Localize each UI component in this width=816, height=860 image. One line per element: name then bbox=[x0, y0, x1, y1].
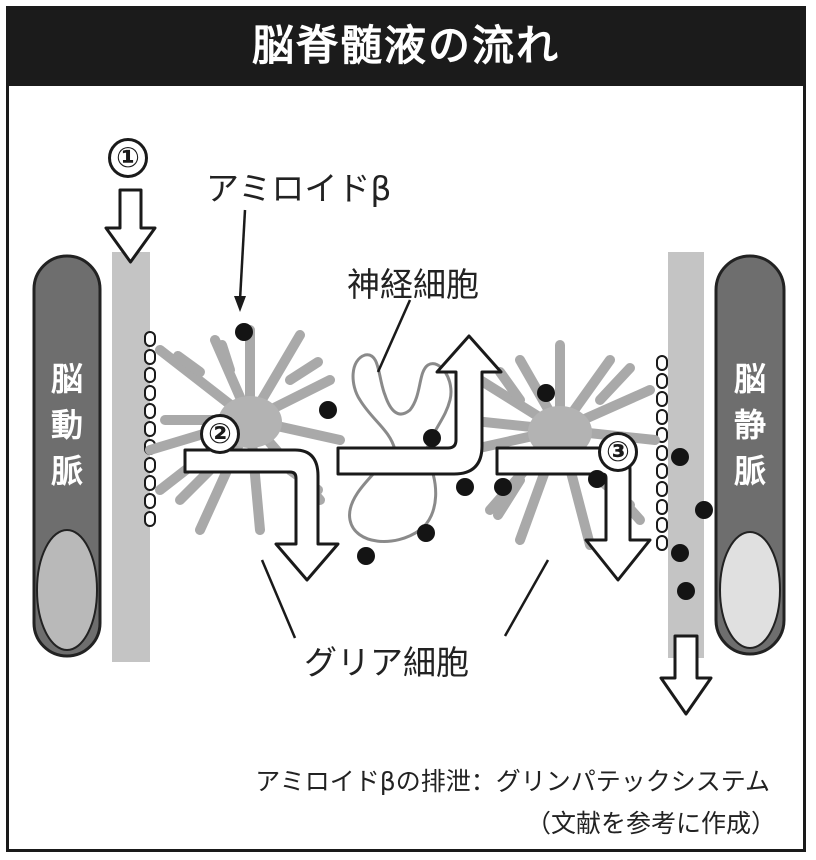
artery-label: 脳動脈 bbox=[50, 360, 83, 490]
step-1-marker: ① bbox=[108, 138, 148, 178]
caption-line-2: （文献を参考に作成） bbox=[525, 809, 776, 838]
amyloid-beta-label: アミロイドβ bbox=[206, 169, 392, 208]
amyloid-particles bbox=[235, 323, 713, 600]
leader-lines bbox=[238, 209, 550, 639]
vein-vessel bbox=[714, 254, 786, 656]
flow-arrow-2 bbox=[183, 448, 340, 582]
amyloid-pointer-head bbox=[234, 296, 246, 312]
inflow-arrow bbox=[104, 188, 157, 264]
glia-label: グリア細胞 bbox=[304, 643, 469, 682]
outflow-arrow bbox=[659, 634, 713, 716]
title-bar: 脳脊髄液の流れ bbox=[6, 6, 806, 86]
artery-wall-channel bbox=[112, 252, 150, 662]
diagram-title: 脳脊髄液の流れ bbox=[251, 21, 560, 70]
artery-vessel bbox=[32, 254, 102, 658]
step-2-marker: ② bbox=[200, 414, 240, 454]
vein-label: 脳静脈 bbox=[733, 360, 766, 490]
glia-right-body bbox=[528, 406, 592, 458]
aquaporin-right bbox=[656, 355, 668, 551]
aquaporin-left bbox=[144, 331, 156, 527]
neuron-label: 神経細胞 bbox=[347, 265, 479, 304]
flow-arrow-neuron bbox=[336, 334, 503, 476]
step-3-marker: ③ bbox=[598, 432, 638, 472]
caption-line-1: アミロイドβの排泄：グリンパテックシステム bbox=[255, 767, 770, 796]
